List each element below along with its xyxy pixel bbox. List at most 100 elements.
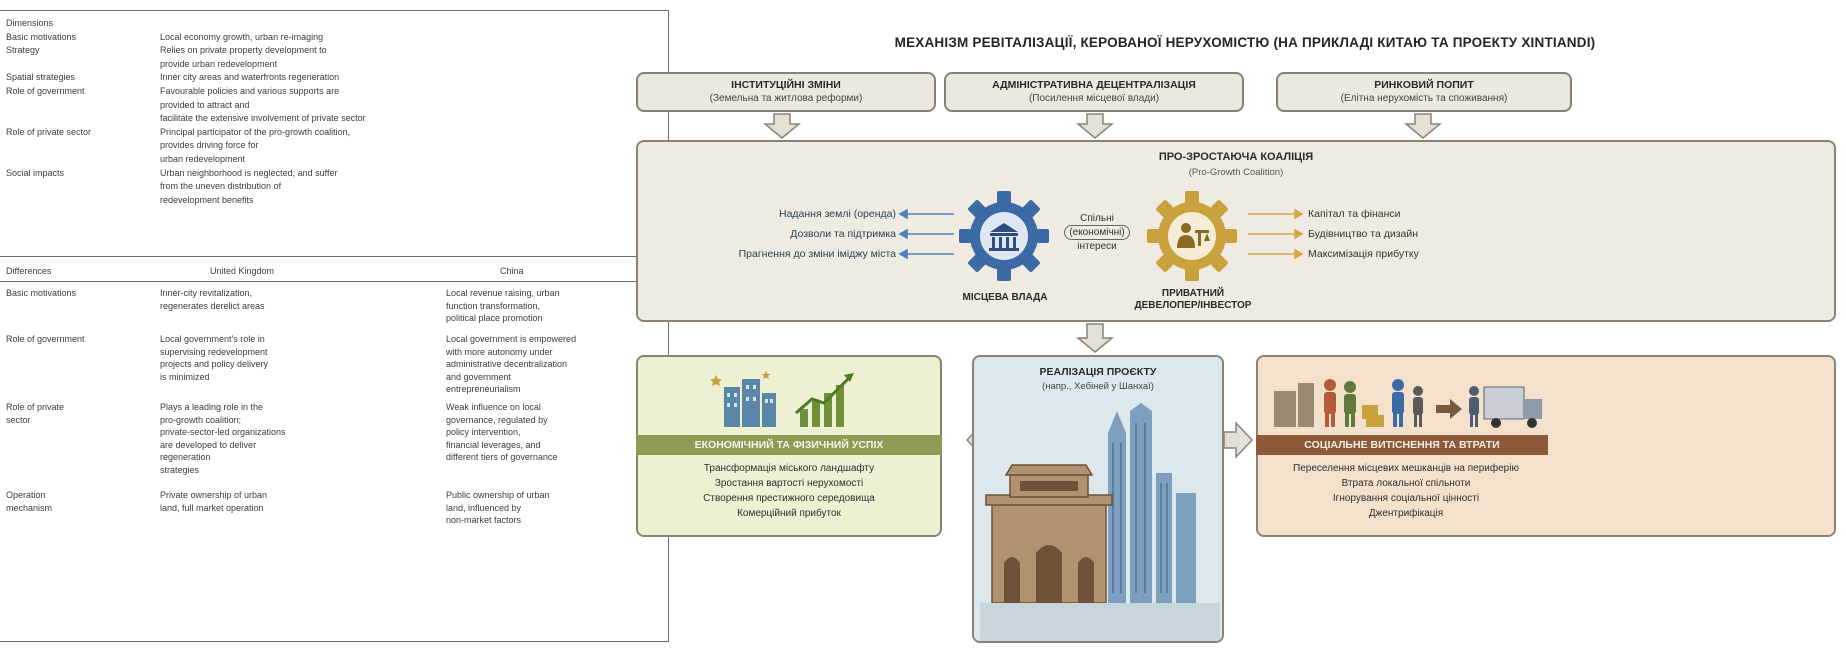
table-header-cell: Differences (6, 266, 52, 276)
dimension-value: provided to attract and (160, 99, 250, 110)
table-cell-line: Local government's role in (160, 334, 265, 344)
project-subtitle: (напр., Хебіней у Шанхаї) (1042, 381, 1154, 392)
developer-arrows (1248, 208, 1304, 260)
table-cell-line: regeneration (160, 452, 211, 463)
table-cell-line: projects and policy delivery (160, 359, 269, 370)
driver-subtitle: (Елітна нерухомість та споживання) (1340, 93, 1508, 104)
dimension-value: Inner city areas and waterfronts regener… (160, 72, 340, 83)
arrow-right-icon (1223, 421, 1254, 459)
dimension-value: provides driving force for (160, 140, 259, 151)
shared-interests-line: Спільні (1080, 213, 1114, 224)
table-cell-line: entrepreneurialism (446, 384, 521, 395)
economic-success-box: ЕКОНОМІЧНИЙ ТА ФІЗИЧНИЙ УСПІХ Трансформа… (636, 355, 942, 537)
social-item: Ігнорування соціальної цінності (1332, 493, 1480, 504)
section-divider (0, 256, 668, 257)
table-cell-line: strategies (160, 465, 200, 475)
table-header-cell: United Kingdom (210, 266, 275, 276)
dimension-value: from the uneven distribution of (160, 181, 282, 192)
driver-institutional: ІНСТИТУЦІЙНІ ЗМІНИ (Земельна та житлова … (636, 72, 936, 112)
dimension-value: Principal participator of the pro-growth… (160, 126, 351, 137)
table-cell-line: land, influenced by (446, 502, 522, 513)
dimension-label: Strategy (6, 45, 40, 56)
arrow-down-icon (1075, 323, 1115, 353)
dimension-value: Relies on private property development t… (160, 45, 327, 56)
table-cell-line: Role of government (6, 334, 85, 344)
table-cell-line: non-market factors (446, 515, 522, 526)
dev-contribution-construction: Будівництво та дизайн (1308, 228, 1419, 240)
economic-list: Трансформація міського ландшафту Зростан… (638, 461, 940, 521)
dimension-value: facilitate the extensive involvement of … (160, 113, 366, 124)
coalition-subtitle: (Pro-Growth Coalition) (1188, 167, 1284, 178)
table-cell-line: Plays a leading role in the (160, 402, 264, 412)
dev-contribution-profit: Максимізація прибутку (1308, 248, 1419, 260)
social-list: Переселення місцевих мешканців на перифе… (1258, 461, 1554, 521)
table-cell-line: mechanism (6, 502, 53, 513)
table-cell-line: sector (6, 414, 31, 425)
gov-arrows (898, 208, 954, 260)
table-cell-line: private-sector-led organizations (160, 427, 286, 438)
dev-contribution-capital: Капітал та фінанси (1308, 208, 1401, 220)
dimension-label: Role of private sector (6, 126, 92, 137)
shared-interests-line: інтереси (1077, 241, 1117, 252)
developer-gear-icon (1147, 191, 1237, 281)
city-growth-icon (710, 371, 854, 427)
displacement-icon (1274, 379, 1542, 428)
table-cell-line: Basic motivations (6, 288, 77, 298)
gov-contribution-image: Прагнення до зміни іміджу міста (738, 248, 896, 260)
driver-title: ІНСТИТУЦІЙНІ ЗМІНИ (731, 79, 841, 91)
economic-item: Зростання вартості нерухомості (714, 478, 864, 489)
table-cell-line: financial leverages, and (446, 439, 541, 450)
table-cell-line: Private ownership of urban (160, 490, 268, 500)
arrow-down-icon (1403, 113, 1443, 139)
table-cell-line: land, full market operation (160, 502, 264, 513)
economic-banner: ЕКОНОМІЧНИЙ ТА ФІЗИЧНИЙ УСПІХ (636, 435, 942, 455)
table-header-cell: China (500, 266, 524, 276)
economic-item: Комерційний прибуток (737, 508, 841, 519)
table-cell-line: governance, regulated by (446, 414, 548, 425)
table-cell-line: Weak influence on local (446, 402, 541, 412)
actor-line: ДЕВЕЛОПЕР/ІНВЕСТОР (1134, 300, 1252, 311)
table-cell-line: pro-growth coalition; (160, 414, 242, 425)
diagram-title: МЕХАНІЗМ РЕВІТАЛІЗАЦІЇ, КЕРОВАНОЇ НЕРУХО… (894, 35, 1596, 50)
gov-contribution-permits: Дозволи та підтримка (790, 228, 896, 240)
government-gear-icon (959, 191, 1049, 281)
table-cell-line: Local revenue raising, urban (446, 288, 560, 298)
dimension-value: Local economy growth, urban re-imaging (160, 31, 324, 42)
gov-contribution-land: Надання землі (оренда) (779, 208, 896, 220)
table-cell-line: administrative decentralization (446, 359, 568, 370)
dimension-value: Urban neighborhood is neglected, and suf… (160, 167, 338, 178)
social-item: Джентрифікація (1368, 508, 1444, 519)
table-cell-line: Role of private (6, 402, 65, 412)
actor-local-government: МІСЦЕВА ВЛАДА (962, 292, 1048, 303)
table-cell-line: different tiers of governance (446, 452, 558, 463)
table-cell-line: Inner-city revitalization, (160, 288, 253, 298)
driver-subtitle: (Земельна та житлова реформи) (709, 93, 863, 104)
dimension-value: redevelopment benefits (160, 194, 254, 205)
dimension-value: urban redevelopment (160, 154, 246, 164)
driver-title: АДМІНІСТРАТИВНА ДЕЦЕНТРАЛІЗАЦІЯ (992, 79, 1196, 91)
dimension-value: provide urban redevelopment (160, 58, 278, 69)
actor-private-developer: ПРИВАТНИЙ ДЕВЕЛОПЕР/ІНВЕСТОР (1128, 288, 1258, 312)
table-cell-line: political place promotion (446, 313, 543, 324)
economic-item: Трансформація міського ландшафту (703, 463, 875, 474)
table-cell-line: supervising redevelopment (160, 346, 268, 357)
social-item: Втрата локальної спільноти (1341, 478, 1471, 489)
economic-item: Створення престижного середовища (703, 493, 875, 504)
table-cell-line: Operation (6, 490, 46, 500)
driver-market-demand: РИНКОВИЙ ПОПИТ (Елітна нерухомість та сп… (1276, 72, 1572, 112)
table-cell-line: with more autonomy under (446, 346, 553, 357)
table-cell-line: are developed to deliver (160, 439, 257, 450)
shared-interests-line: (економічні) (1064, 225, 1130, 240)
table-cell-line: regenerates derelict areas (160, 300, 265, 311)
arrow-down-icon (762, 113, 802, 139)
driver-subtitle: (Посилення місцевої влади) (1028, 93, 1160, 104)
table-cell-line: function transformation, (446, 300, 541, 311)
driver-title: РИНКОВИЙ ПОПИТ (1374, 79, 1474, 91)
actor-line: ПРИВАТНИЙ (1161, 288, 1225, 299)
shared-interests: Спільні (економічні) інтереси (1052, 212, 1142, 253)
project-title: РЕАЛІЗАЦІЯ ПРОЄКТУ (1039, 366, 1157, 378)
driver-decentralization: АДМІНІСТРАТИВНА ДЕЦЕНТРАЛІЗАЦІЯ (Посилен… (944, 72, 1244, 112)
coalition-title: ПРО-ЗРОСТАЮЧА КОАЛІЦІЯ (1158, 151, 1314, 163)
